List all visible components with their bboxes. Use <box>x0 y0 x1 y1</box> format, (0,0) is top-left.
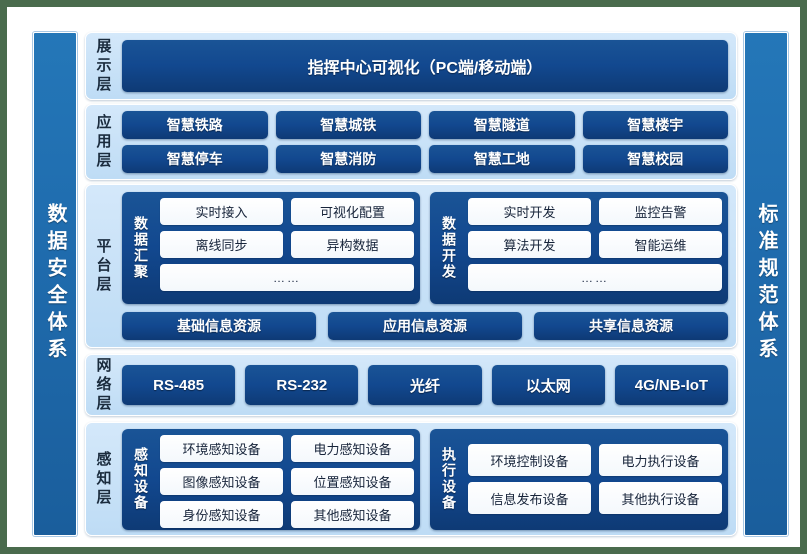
platform-resources-row: 基础信息资源 应用信息资源 共享信息资源 <box>122 312 728 340</box>
group-body-data-development: 实时开发 监控告警 算法开发 智能运维 …… <box>462 198 722 298</box>
layer-body-application: 智慧铁路 智慧城铁 智慧隧道 智慧楼宇 智慧停车 智慧消防 智慧工地 智慧校园 <box>120 105 736 179</box>
pillar-left-label: 数据安全体系 <box>44 203 66 365</box>
network-card-rs232[interactable]: RS-232 <box>245 365 359 405</box>
group-data-development: 数据开发 实时开发 监控告警 算法开发 智能运维 …… <box>430 192 728 304</box>
layer-label-network: 网络层 <box>94 356 112 414</box>
tile-realtime-development[interactable]: 实时开发 <box>468 198 591 225</box>
tile-intelligent-ops[interactable]: 智能运维 <box>599 231 722 258</box>
group-actuator-devices: 执行设备 环境控制设备 电力执行设备 信息发布设备 其他执行设备 <box>430 428 728 530</box>
network-row: RS-485 RS-232 光纤 以太网 4G/NB-IoT <box>122 365 729 405</box>
resource-card-shared-info[interactable]: 共享信息资源 <box>534 312 728 340</box>
network-card-rs485[interactable]: RS-485 <box>122 365 236 405</box>
group-body-sensing-devices: 环境感知设备 电力感知设备 图像感知设备 位置感知设备 身份感知设备 其他感知设… <box>154 434 414 528</box>
actuator-row-2: 信息发布设备 其他执行设备 <box>468 482 722 514</box>
network-card-ethernet[interactable]: 以太网 <box>491 365 605 405</box>
tile-heterogeneous-data[interactable]: 异构数据 <box>291 231 414 258</box>
group-label-data-aggregation: 数据汇聚 <box>133 216 149 280</box>
layer-label-application: 应用层 <box>94 113 112 171</box>
pillar-right-label: 标准规范体系 <box>755 203 777 365</box>
tile-position-sensor[interactable]: 位置感知设备 <box>291 467 414 495</box>
sensing-row-3: 身份感知设备 其他感知设备 <box>160 500 414 528</box>
development-row-3: …… <box>468 264 722 291</box>
card-command-center[interactable]: 指挥中心可视化（PC端/移动端） <box>122 40 728 92</box>
tile-development-more[interactable]: …… <box>468 264 722 291</box>
development-row-1: 实时开发 监控告警 <box>468 198 722 225</box>
aggregation-row-3: …… <box>160 264 414 291</box>
network-card-fiber[interactable]: 光纤 <box>368 365 482 405</box>
tile-algorithm-development[interactable]: 算法开发 <box>468 231 591 258</box>
app-card-smart-construction-site[interactable]: 智慧工地 <box>429 145 575 173</box>
application-row-1: 智慧铁路 智慧城铁 智慧隧道 智慧楼宇 <box>122 111 728 139</box>
app-card-smart-railway[interactable]: 智慧铁路 <box>122 111 268 139</box>
group-label-sensing-devices: 感知设备 <box>133 447 149 511</box>
group-body-actuator-devices: 环境控制设备 电力执行设备 信息发布设备 其他执行设备 <box>462 435 722 524</box>
sensing-row-2: 图像感知设备 位置感知设备 <box>160 467 414 495</box>
application-row-2: 智慧停车 智慧消防 智慧工地 智慧校园 <box>122 145 728 173</box>
group-sensing-devices: 感知设备 环境感知设备 电力感知设备 图像感知设备 位置感知设备 身份感知设备 <box>122 428 420 530</box>
group-label-actuator-devices: 执行设备 <box>441 447 457 511</box>
resource-card-basic-info[interactable]: 基础信息资源 <box>122 312 316 340</box>
network-card-4g-nbiot[interactable]: 4G/NB-IoT <box>614 365 729 405</box>
platform-groups-row: 数据汇聚 实时接入 可视化配置 离线同步 异构数据 …… <box>122 192 728 304</box>
tile-other-sensor[interactable]: 其他感知设备 <box>291 500 414 528</box>
tile-aggregation-more[interactable]: …… <box>160 264 414 291</box>
layer-perception: 感知层 感知设备 环境感知设备 电力感知设备 图像感知设备 位置感 <box>85 422 737 536</box>
development-row-2: 算法开发 智能运维 <box>468 231 722 258</box>
pillar-standards: 标准规范体系 <box>744 32 788 536</box>
tile-power-sensor[interactable]: 电力感知设备 <box>291 434 414 462</box>
tile-image-sensor[interactable]: 图像感知设备 <box>160 467 283 495</box>
layer-label-presentation: 展示层 <box>94 37 112 95</box>
app-card-smart-building[interactable]: 智慧楼宇 <box>582 111 728 139</box>
resource-card-application-info[interactable]: 应用信息资源 <box>328 312 522 340</box>
tile-information-release[interactable]: 信息发布设备 <box>468 482 591 514</box>
app-card-smart-parking[interactable]: 智慧停车 <box>122 145 268 173</box>
aggregation-row-2: 离线同步 异构数据 <box>160 231 414 258</box>
perception-groups-row: 感知设备 环境感知设备 电力感知设备 图像感知设备 位置感知设备 身份感知设备 <box>122 428 728 530</box>
tile-offline-sync[interactable]: 离线同步 <box>160 231 283 258</box>
layer-network: 网络层 RS-485 RS-232 光纤 以太网 4G/NB-IoT <box>85 354 737 416</box>
group-data-aggregation: 数据汇聚 实时接入 可视化配置 离线同步 异构数据 …… <box>122 192 420 304</box>
app-card-smart-firefighting[interactable]: 智慧消防 <box>275 145 421 173</box>
layer-label-platform: 平台层 <box>94 237 112 295</box>
tile-environment-sensor[interactable]: 环境感知设备 <box>160 434 283 462</box>
tile-visual-config[interactable]: 可视化配置 <box>291 198 414 225</box>
layer-body-network: RS-485 RS-232 光纤 以太网 4G/NB-IoT <box>120 355 736 415</box>
layer-platform: 平台层 数据汇聚 实时接入 可视化配置 离线同步 异构数据 <box>85 184 737 348</box>
app-card-smart-tunnel[interactable]: 智慧隧道 <box>429 111 575 139</box>
tile-other-actuator[interactable]: 其他执行设备 <box>599 482 722 514</box>
tile-environment-control[interactable]: 环境控制设备 <box>468 444 591 476</box>
actuator-row-1: 环境控制设备 电力执行设备 <box>468 444 722 476</box>
layer-label-perception: 感知层 <box>94 450 112 508</box>
group-label-data-development: 数据开发 <box>441 216 457 280</box>
presentation-row: 指挥中心可视化（PC端/移动端） <box>122 40 728 92</box>
layer-body-platform: 数据汇聚 实时接入 可视化配置 离线同步 异构数据 …… <box>120 185 736 347</box>
tile-power-actuator[interactable]: 电力执行设备 <box>599 444 722 476</box>
layer-body-perception: 感知设备 环境感知设备 电力感知设备 图像感知设备 位置感知设备 身份感知设备 <box>120 423 736 535</box>
app-card-smart-metro[interactable]: 智慧城铁 <box>275 111 421 139</box>
sensing-row-1: 环境感知设备 电力感知设备 <box>160 434 414 462</box>
app-card-smart-campus[interactable]: 智慧校园 <box>582 145 728 173</box>
tile-realtime-access[interactable]: 实时接入 <box>160 198 283 225</box>
tile-identity-sensor[interactable]: 身份感知设备 <box>160 500 283 528</box>
layer-presentation: 展示层 指挥中心可视化（PC端/移动端） <box>85 32 737 100</box>
tile-monitoring-alarm[interactable]: 监控告警 <box>599 198 722 225</box>
layer-body-presentation: 指挥中心可视化（PC端/移动端） <box>120 33 736 99</box>
pillar-data-security: 数据安全体系 <box>33 32 77 536</box>
layer-application: 应用层 智慧铁路 智慧城铁 智慧隧道 智慧楼宇 智慧停车 智慧消防 智慧工地 智… <box>85 104 737 180</box>
aggregation-row-1: 实时接入 可视化配置 <box>160 198 414 225</box>
group-body-data-aggregation: 实时接入 可视化配置 离线同步 异构数据 …… <box>154 198 414 298</box>
